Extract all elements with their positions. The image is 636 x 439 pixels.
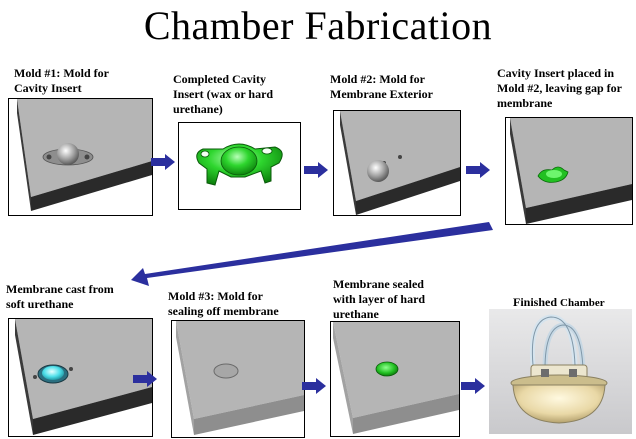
step-8-photo [489, 309, 632, 434]
step-7-image [330, 321, 460, 437]
membrane [42, 366, 64, 380]
cavity-dome [57, 143, 79, 165]
step-1-image [8, 98, 153, 216]
arrow-3-to-4 [466, 162, 490, 178]
cavity-insert [196, 143, 283, 186]
sealing-recess [213, 363, 239, 379]
step-6-image [171, 320, 305, 438]
step-5-caption: Membrane cast from soft urethane [6, 282, 114, 311]
step-3-caption: Mold #2: Mold for Membrane Exterior [330, 72, 433, 101]
arrow-5-to-6 [133, 371, 157, 387]
step-3-image [333, 110, 461, 216]
step-1-caption: Mold #1: Mold for Cavity Insert [14, 66, 109, 95]
step-7-caption: Membrane sealed with layer of hard ureth… [333, 277, 426, 321]
placed-insert [537, 166, 569, 183]
arrow-6-to-7 [302, 378, 326, 394]
step-4-image [505, 117, 633, 225]
step-8-caption: Finished Chamber [513, 295, 605, 309]
membrane-exterior-dome [367, 160, 389, 182]
arrow-7-to-8 [461, 378, 485, 394]
hard-urethane-seal [375, 361, 399, 377]
finished-chamber [510, 314, 608, 424]
step-5-image [8, 318, 153, 437]
step-4-caption: Cavity Insert placed in Mold #2, leaving… [497, 66, 622, 110]
step-6-caption: Mold #3: Mold for sealing off membrane [168, 289, 279, 318]
arrow-4-to-5 [131, 222, 493, 286]
arrow-2-to-3 [304, 162, 328, 178]
page-title: Chamber Fabrication [143, 3, 493, 48]
step-2-image [178, 122, 301, 210]
arrow-1-to-2 [151, 154, 175, 170]
step-2-caption: Completed Cavity Insert (wax or hard ure… [173, 72, 274, 116]
